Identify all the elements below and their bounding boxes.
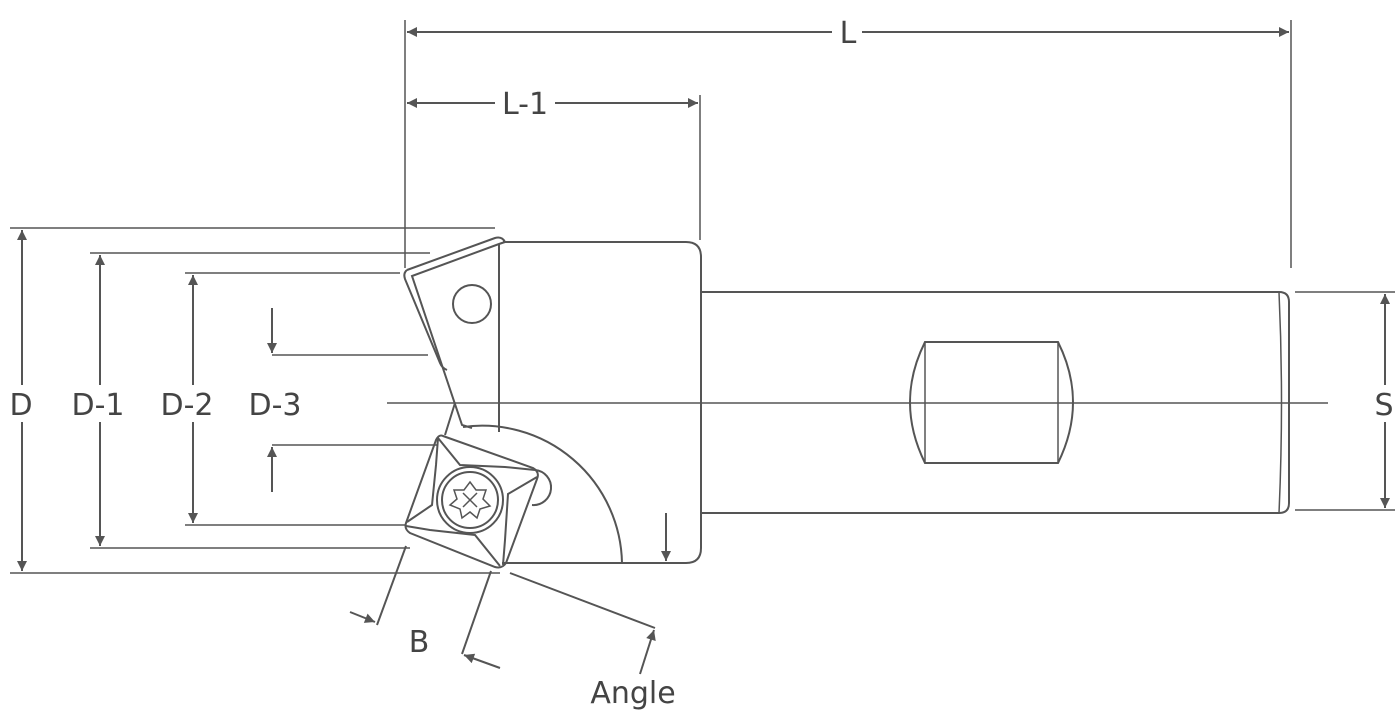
dimension-D: D (9, 227, 500, 574)
label-B: B (409, 625, 430, 660)
dimension-L1: L-1 (407, 87, 701, 240)
dimension-B: B (349, 545, 501, 669)
label-angle: Angle (590, 676, 675, 711)
torx-icon (448, 480, 492, 520)
label-D2: D-2 (160, 388, 213, 423)
hole-circle (452, 284, 492, 324)
square-insert (404, 434, 552, 569)
label-L1: L-1 (502, 87, 548, 122)
screw-head (441, 471, 499, 529)
dimension-S: S (1295, 291, 1395, 511)
cutter-head (462, 241, 702, 564)
label-D3: D-3 (248, 388, 301, 423)
dimension-D1: D-1 (71, 252, 430, 549)
label-L: L (840, 16, 857, 51)
dimension-D2: D-2 (160, 272, 405, 526)
shank (701, 291, 1290, 514)
label-D: D (9, 388, 32, 423)
dimension-D3: D-3 (248, 308, 438, 492)
dimension-angle: Angle (509, 572, 676, 711)
label-S: S (1374, 388, 1393, 423)
wedge-clamp (403, 236, 507, 436)
label-D1: D-1 (71, 388, 124, 423)
dimension-L: L (404, 16, 1292, 268)
